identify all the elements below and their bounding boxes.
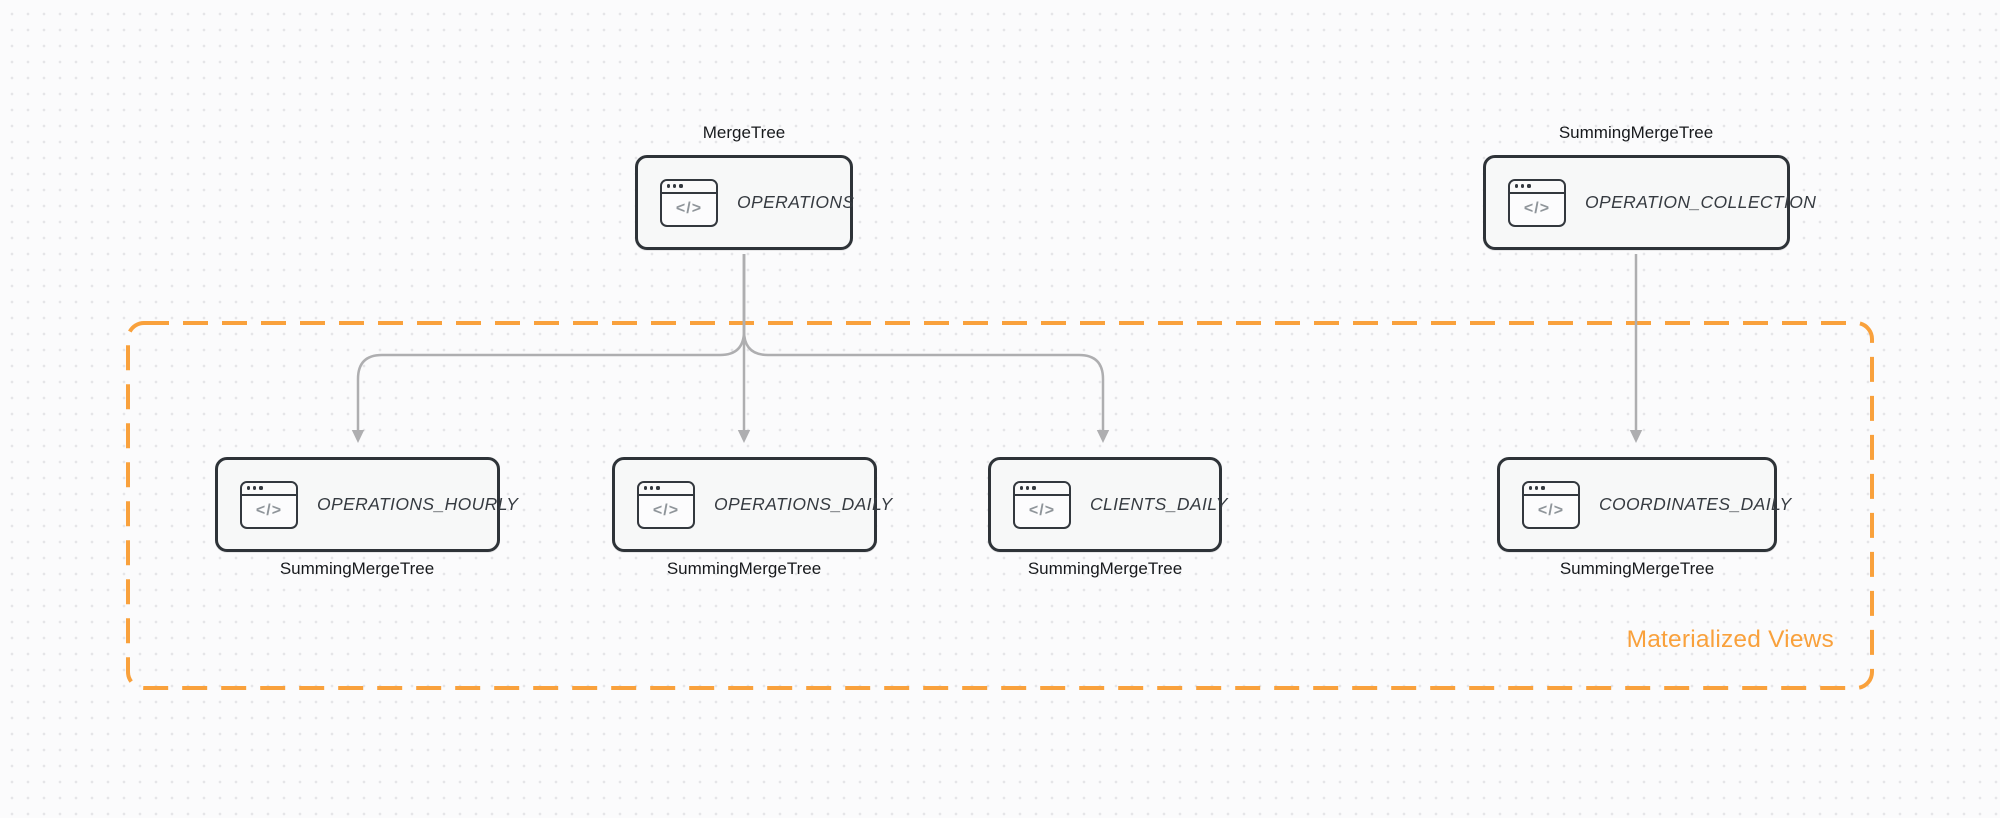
code-window-icon: </> xyxy=(1508,178,1566,227)
node-title: OPERATIONS xyxy=(737,192,855,212)
code-glyph: </> xyxy=(675,199,703,217)
materialized-views-group-label: Materialized Views xyxy=(1626,626,1834,653)
window-dot xyxy=(656,486,660,490)
code-glyph: </> xyxy=(1028,501,1056,519)
window-titlebar xyxy=(662,180,716,194)
engine-label-operations-hourly: SummingMergeTree xyxy=(279,559,435,578)
node-operations-daily: </> OPERATIONS_DAILY xyxy=(612,457,892,552)
window-dot xyxy=(1515,184,1519,188)
edge-operations-to-clients-daily xyxy=(742,254,1110,443)
materialized-views-group-border xyxy=(126,321,1874,690)
window-titlebar xyxy=(1510,180,1564,194)
window-dot xyxy=(673,184,677,188)
node-title: OPERATION_COLLECTION xyxy=(1585,192,1817,212)
node-title: OPERATIONS_HOURLY xyxy=(317,494,519,514)
window-dot xyxy=(679,184,683,188)
node-title: COORDINATES_DAILY xyxy=(1599,494,1792,514)
window-dot xyxy=(1032,486,1036,490)
window-dot xyxy=(667,184,671,188)
window-dot xyxy=(644,486,648,490)
window-titlebar xyxy=(1524,482,1578,496)
window-dot xyxy=(1527,184,1531,188)
code-window-icon: </> xyxy=(240,480,298,529)
code-glyph: </> xyxy=(1537,501,1565,519)
engine-label-operations: MergeTree xyxy=(702,123,786,142)
code-glyph: </> xyxy=(1523,199,1551,217)
window-dot xyxy=(1529,486,1533,490)
engine-label-clients-daily: SummingMergeTree xyxy=(1027,559,1183,578)
window-dot xyxy=(650,486,654,490)
code-glyph: </> xyxy=(255,501,283,519)
window-dot xyxy=(1020,486,1024,490)
node-operation-collection: </> OPERATION_COLLECTION xyxy=(1483,155,1816,250)
engine-label-operations-daily: SummingMergeTree xyxy=(666,559,822,578)
window-dot xyxy=(253,486,257,490)
code-window-icon: </> xyxy=(660,178,718,227)
window-dot xyxy=(1541,486,1545,490)
node-operations-hourly: </> OPERATIONS_HOURLY xyxy=(215,457,518,552)
window-titlebar xyxy=(639,482,693,496)
window-dot xyxy=(259,486,263,490)
node-clients-daily: </> CLIENTS_DAILY xyxy=(988,457,1227,552)
code-window-icon: </> xyxy=(637,480,695,529)
code-window-icon: </> xyxy=(1522,480,1580,529)
window-dot xyxy=(247,486,251,490)
engine-label-operation-collection: SummingMergeTree xyxy=(1558,123,1714,142)
code-window-icon: </> xyxy=(1013,480,1071,529)
node-title: CLIENTS_DAILY xyxy=(1090,494,1228,514)
code-glyph: </> xyxy=(652,501,680,519)
engine-label-coordinates-daily: SummingMergeTree xyxy=(1559,559,1715,578)
node-operations: </> OPERATIONS xyxy=(635,155,855,250)
window-titlebar xyxy=(1015,482,1069,496)
window-titlebar xyxy=(242,482,296,496)
node-coordinates-daily: </> COORDINATES_DAILY xyxy=(1497,457,1791,552)
node-title: OPERATIONS_DAILY xyxy=(714,494,893,514)
window-dot xyxy=(1026,486,1030,490)
window-dot xyxy=(1521,184,1525,188)
window-dot xyxy=(1535,486,1539,490)
edge-operations-to-operations-hourly xyxy=(351,254,746,443)
